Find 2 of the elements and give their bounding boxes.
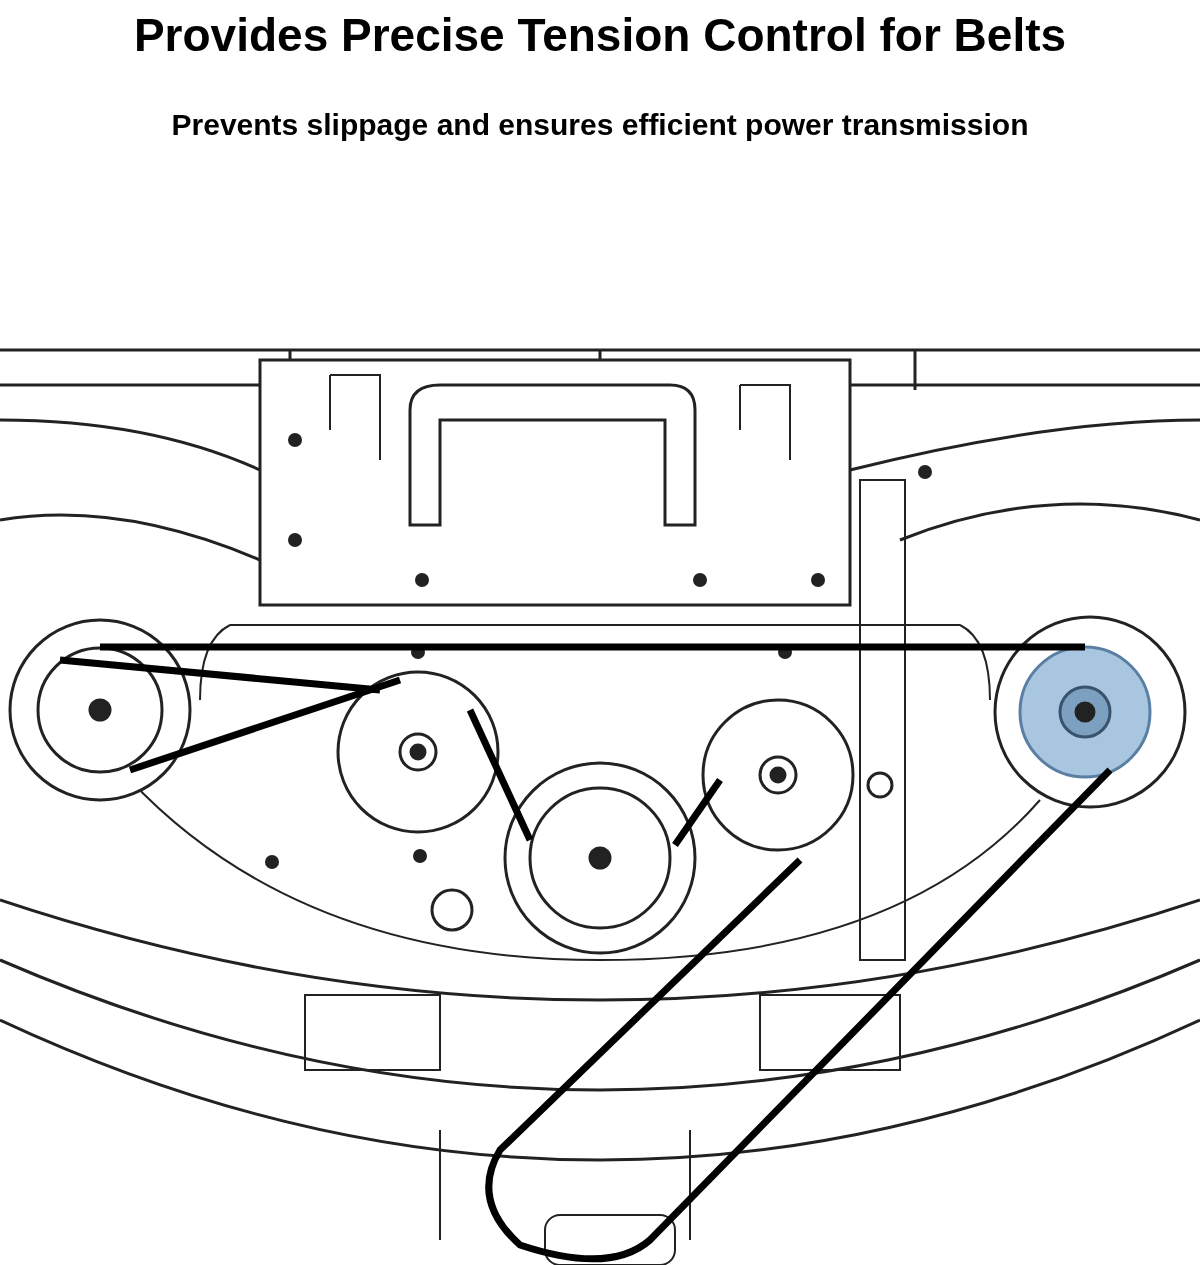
- subtitle: Prevents slippage and ensures efficient power transmission: [171, 108, 1029, 142]
- title: Provides Precise Tension Control for Belts: [133, 8, 1067, 62]
